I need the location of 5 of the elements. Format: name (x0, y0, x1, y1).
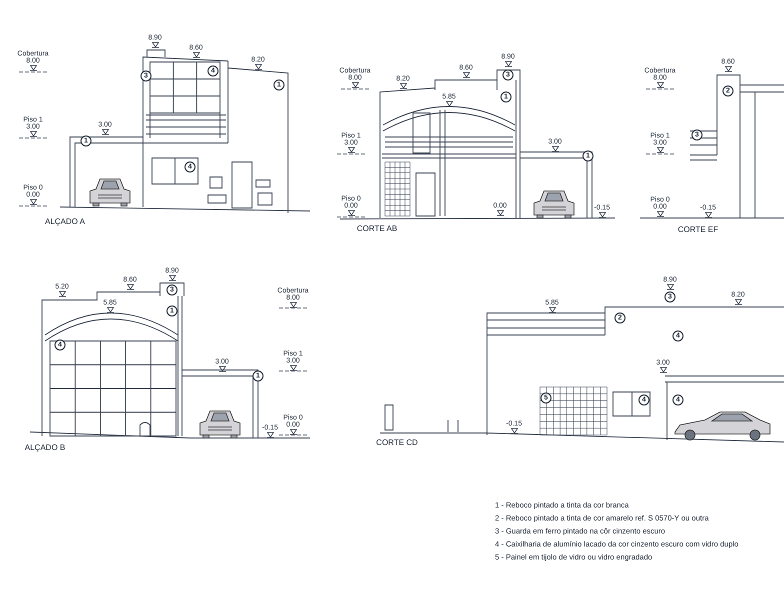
view-title: ALÇADO B (24, 444, 66, 452)
view-title: CORTE CD (376, 439, 418, 447)
view-title: CORTE EF (678, 226, 718, 234)
view-title: CORTE AB (356, 225, 398, 233)
view-title: ALÇADO A (45, 218, 85, 226)
